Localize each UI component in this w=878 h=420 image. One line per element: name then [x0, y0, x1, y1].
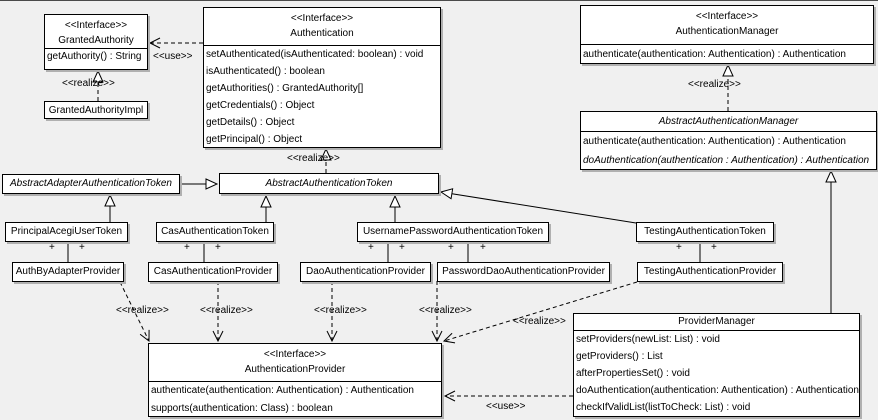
multiplicity-plus: +: [368, 242, 374, 253]
method-row: authenticate(authentication: Authenticat…: [583, 136, 846, 147]
stereotype-label: <<Interface>>: [64, 20, 128, 31]
class-header: ProviderManager: [574, 314, 859, 331]
class-provider-manager[interactable]: ProviderManager setProviders(newList: Li…: [573, 313, 860, 417]
class-name: ProviderManager: [678, 316, 755, 327]
use-edge-label: <<use>>: [486, 401, 526, 412]
class-header: AbstractAuthenticationManager: [581, 112, 876, 132]
class-header: <<Interface>> GrantedAuthority: [45, 15, 147, 49]
class-abstract-adapter-authentication-token[interactable]: AbstractAdapterAuthenticationToken: [2, 174, 180, 194]
method-row: checkIfValidList(listToCheck: List) : vo…: [576, 402, 751, 413]
method-row: isAuthenticated() : boolean: [206, 66, 325, 77]
class-name: CasAuthenticationProvider: [153, 266, 273, 277]
realize-edge-label: <<realize>>: [62, 78, 115, 89]
class-header: <<Interface>> AuthenticationManager: [581, 6, 873, 45]
class-name: AuthenticationProvider: [244, 364, 346, 375]
realize-edge-label: <<realize>>: [419, 305, 472, 316]
method-row: getPrincipal() : Object: [206, 134, 303, 145]
use-edge-label: <<use>>: [153, 51, 193, 62]
multiplicity-plus: +: [676, 242, 682, 253]
method-row: getProviders() : List: [576, 351, 663, 362]
class-name: AbstractAdapterAuthenticationToken: [10, 178, 172, 189]
method-row: getCredentials() : Object: [206, 100, 315, 111]
method-row: supports(authentication: Class) : boolea…: [151, 403, 333, 414]
class-name: TestingAuthenticationProvider: [643, 266, 777, 277]
realize-edge-label: <<realize>>: [200, 305, 253, 316]
class-abstract-authentication-manager[interactable]: AbstractAuthenticationManager authentica…: [580, 111, 877, 170]
multiplicity-plus: +: [215, 242, 221, 253]
method-row: getDetails() : Object: [206, 117, 295, 128]
realize-edge-label: <<realize>>: [116, 305, 169, 316]
method-row: doAuthentication(authentication: Authent…: [576, 385, 859, 396]
class-cas-authentication-provider[interactable]: CasAuthenticationProvider: [148, 262, 278, 282]
class-authentication[interactable]: <<Interface>> Authentication setAuthenti…: [203, 7, 441, 148]
multiplicity-plus: +: [399, 242, 405, 253]
class-name: PasswordDaoAuthenticationProvider: [442, 266, 605, 277]
method-row: getAuthority() : String: [47, 51, 142, 62]
class-username-password-authentication-token[interactable]: UsernamePasswordAuthenticationToken: [357, 222, 549, 242]
class-principal-acegi-user-token[interactable]: PrincipalAcegiUserToken: [5, 222, 128, 242]
method-row: doAuthentication(authentication : Authen…: [583, 155, 870, 166]
class-name: AuthByAdapterProvider: [15, 266, 121, 277]
method-row: setProviders(newList: List) : void: [576, 334, 720, 345]
class-authentication-provider[interactable]: <<Interface>> AuthenticationProvider aut…: [148, 343, 442, 417]
class-name: TestingAuthenticationToken: [644, 226, 766, 237]
class-name: GrantedAuthorityImpl: [48, 105, 144, 116]
class-name: PrincipalAcegiUserToken: [10, 226, 123, 237]
class-name: GrantedAuthority: [58, 35, 134, 46]
class-granted-authority-impl[interactable]: GrantedAuthorityImpl: [44, 101, 148, 119]
realize-edge-label: <<realize>>: [314, 305, 367, 316]
class-name: AbstractAuthenticationToken: [265, 178, 393, 189]
class-name: DaoAuthenticationProvider: [306, 266, 425, 277]
class-header: <<Interface>> AuthenticationProvider: [149, 344, 441, 382]
multiplicity-plus: +: [49, 242, 55, 253]
class-granted-authority[interactable]: <<Interface>> GrantedAuthority getAuthor…: [44, 14, 148, 70]
method-row: authenticate(authentication: Authenticat…: [583, 49, 846, 60]
realize-edge-label: <<realize>>: [513, 316, 566, 327]
class-name: CasAuthenticationToken: [161, 226, 269, 237]
stereotype-label: <<Interface>>: [263, 349, 327, 360]
class-name: Authentication: [290, 28, 354, 39]
realize-edge-label: <<realize>>: [688, 79, 741, 90]
realize-edge-label: <<realize>>: [287, 153, 340, 164]
stereotype-label: <<Interface>>: [290, 13, 354, 24]
multiplicity-plus: +: [480, 242, 486, 253]
class-testing-authentication-token[interactable]: TestingAuthenticationToken: [636, 222, 774, 242]
class-cas-authentication-token[interactable]: CasAuthenticationToken: [156, 222, 274, 242]
class-authentication-manager[interactable]: <<Interface>> AuthenticationManager auth…: [580, 5, 874, 64]
method-row: afterPropertiesSet() : void: [576, 368, 690, 379]
class-name: AuthenticationManager: [675, 26, 779, 37]
multiplicity-plus: +: [448, 242, 454, 253]
class-header: <<Interface>> Authentication: [204, 8, 440, 46]
method-row: authenticate(authentication: Authenticat…: [151, 385, 414, 396]
multiplicity-plus: +: [711, 242, 717, 253]
class-auth-by-adapter-provider[interactable]: AuthByAdapterProvider: [12, 262, 124, 282]
class-password-dao-authentication-provider[interactable]: PasswordDaoAuthenticationProvider: [437, 262, 610, 282]
class-testing-authentication-provider[interactable]: TestingAuthenticationProvider: [637, 262, 783, 282]
multiplicity-plus: +: [79, 242, 85, 253]
method-row: setAuthenticated(isAuthenticated: boolea…: [206, 49, 424, 60]
class-dao-authentication-provider[interactable]: DaoAuthenticationProvider: [300, 262, 431, 282]
multiplicity-plus: +: [184, 242, 190, 253]
class-abstract-authentication-token[interactable]: AbstractAuthenticationToken: [219, 173, 439, 194]
stereotype-label: <<Interface>>: [695, 11, 759, 22]
class-name: UsernamePasswordAuthenticationToken: [362, 226, 544, 237]
method-row: getAuthorities() : GrantedAuthority[]: [206, 83, 364, 94]
class-name: AbstractAuthenticationManager: [658, 116, 799, 127]
